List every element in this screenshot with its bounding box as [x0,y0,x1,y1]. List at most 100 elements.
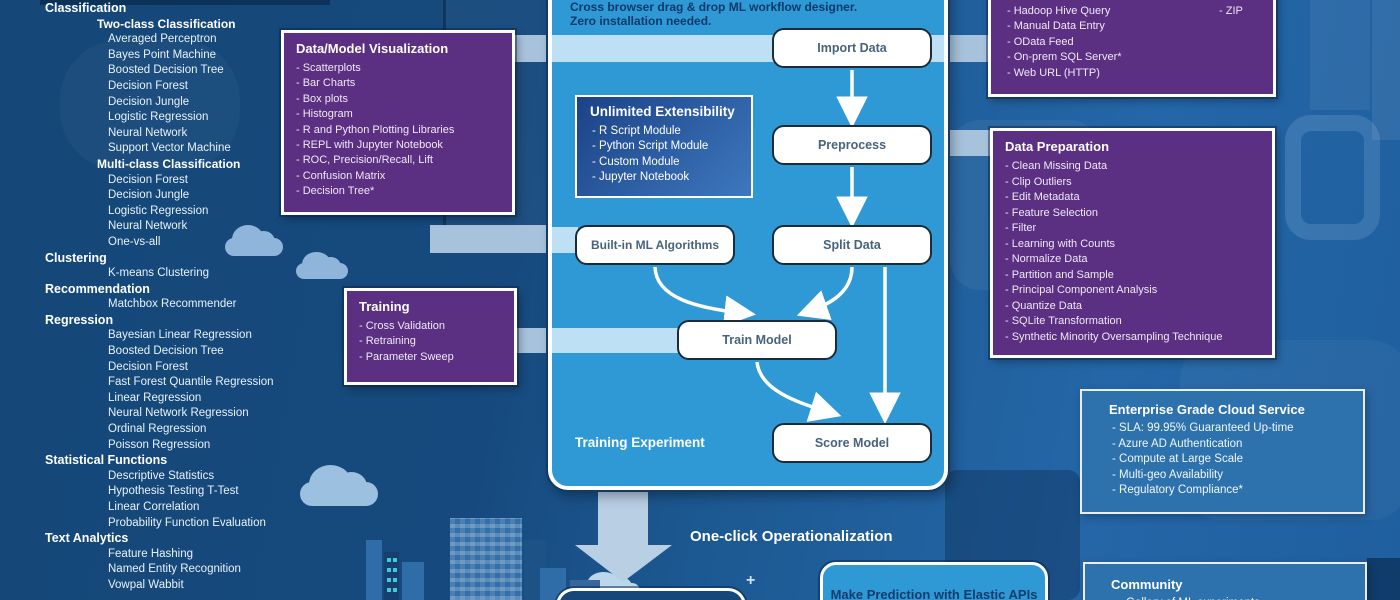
data-preparation-box: Data Preparation - Clean Missing Data- C… [990,128,1275,358]
viz-item: - Box plots [296,92,348,105]
connector-band [430,225,552,253]
building-silhouette [366,540,382,600]
node-split-data[interactable]: Split Data [772,225,932,265]
viz-item: - Scatterplots [296,62,361,74]
cloud-icon [296,251,348,279]
viz-item: - Confusion Matrix [296,169,386,182]
data-prep-item: - Feature Selection [1005,206,1098,219]
algorithm-list-item: Linear Correlation [108,501,200,513]
algorithm-list-item: Vowpal Wabbit [108,578,184,591]
enterprise-item: - Multi-geo Availability [1112,468,1224,481]
algorithm-list-item: Linear Regression [108,391,202,404]
algorithm-list-item: Averaged Perceptron [108,33,217,46]
data-model-visualization-box: Data/Model Visualization - Scatterplots-… [281,30,515,215]
data-source-item: - OData Feed [1007,35,1074,48]
node-score-model[interactable]: Score Model [772,423,932,463]
unlimited-extensibility-box: Unlimited Extensibility - R Script Modul… [575,95,753,198]
algorithm-list-item: Regression [45,312,114,327]
algorithm-list-item: Poisson Regression [108,438,211,451]
cloud-icon [225,225,283,256]
data-prep-item: - Filter [1005,222,1037,234]
building-silhouette [402,562,424,600]
data-sources-box: - Hadoop Hive Query - Manual Data Entry - … [988,0,1276,97]
extensibility-item: - R Script Module [592,125,681,137]
watermark-shape [1372,0,1400,140]
highlight-stripe [552,227,578,253]
viz-item: - ROC, Precision/Recall, Lift [296,154,433,167]
data-source-item: - Web URL (HTTP) [1007,66,1100,79]
box-list: - Clean Missing Data- Clip Outliers- Edi… [993,154,1272,345]
extensibility-item: - Python Script Module [592,140,709,153]
cloud-icon [300,465,378,506]
node-preprocess[interactable]: Preprocess [772,125,932,165]
box-list: - Hadoop Hive Query - Manual Data Entry - … [995,0,1132,81]
data-source-item: - Manual Data Entry [1007,20,1105,33]
algorithm-list-item: Decision Jungle [108,189,190,202]
algorithm-list-item: Probability Function Evaluation [108,516,266,529]
node-builtin-ml-algorithms[interactable]: Built-in ML Algorithms [575,225,735,265]
algorithm-list-item: Descriptive Statistics [108,469,215,482]
algorithm-list-item: Named Entity Recognition [108,563,241,576]
enterprise-item: - SLA: 99.95% Guaranteed Up-time [1112,422,1294,434]
box-title: Data Preparation [1005,139,1110,154]
training-item: - Parameter Sweep [359,350,454,363]
building-silhouette [450,518,522,600]
node-train-model[interactable]: Train Model [677,320,837,360]
algorithm-list-item: K-means Clustering [108,267,209,280]
data-source-item: - On-prem SQL Server* [1007,51,1122,64]
box-title: Community [1111,577,1183,592]
algorithm-list-item: Decision Forest [108,79,188,92]
viz-item: - REPL with Jupyter Notebook [296,139,443,152]
data-source-item: - Hadoop Hive Query [1007,5,1111,17]
make-prediction-label: Make Prediction with Elastic APIs [830,587,1038,600]
algorithm-list-item: Multi-class Classification [97,156,241,171]
algorithm-list-item: Decision Jungle [108,95,190,108]
enterprise-cloud-service-box: Enterprise Grade Cloud Service - SLA: 99… [1080,389,1365,514]
algorithm-list-item: Bayes Point Machine [108,48,217,61]
make-prediction-box: Make Prediction with Elastic APIs [820,562,1048,600]
algorithm-list-item: One-vs-all [108,235,161,248]
algorithm-list-item: Hypothesis Testing T-Test [108,485,239,498]
highlight-stripe [552,328,680,353]
enterprise-item: - Regulatory Compliance* [1112,484,1244,496]
viz-item: - Histogram [296,108,353,121]
box-list: - Gallery of ML experiments [1085,592,1365,600]
box-title: Unlimited Extensibility [590,104,735,119]
connector-band [514,35,552,62]
connector-band [517,328,552,353]
panel-label: Training Experiment [575,435,705,450]
training-item: - Cross Validation [359,320,445,332]
box-title: Data/Model Visualization [296,41,449,56]
algorithm-list-item: Fast Forest Quantile Regression [108,376,274,389]
data-prep-item: - Edit Metadata [1005,191,1080,203]
box-title: Training [359,299,410,314]
algorithm-list-item: Recommendation [45,281,150,296]
one-click-operationalization-title: One-click Operationalization [690,528,893,545]
data-prep-item: - Quantize Data [1005,299,1083,312]
box-list: - R Script Module - Python Script Module -… [577,119,751,185]
data-prep-item: - Synthetic Minority Oversampling Techni… [1005,330,1223,343]
algorithm-list-item: Logistic Regression [108,111,209,124]
algorithm-list-item: Classification [45,1,127,15]
watermark-shape [1310,0,1370,110]
algorithm-list-item: Clustering [45,250,107,265]
box-list: - Cross Validation- Retraining- Paramete… [347,314,514,365]
extensibility-item: - Jupyter Notebook [592,170,690,183]
algorithm-list-item: Support Vector Machine [108,142,231,155]
algorithm-list-item: Neural Network [108,126,188,139]
connector-band [944,35,988,62]
algorithm-list-item: Boosted Decision Tree [108,64,224,77]
panel-tagline: Cross browser drag & drop ML workflow de… [570,0,858,28]
enterprise-item: - Azure AD Authentication [1112,437,1243,450]
data-prep-item: - Learning with Counts [1005,237,1116,250]
plus-decoration: + [746,572,756,589]
algorithm-list-item: Ordinal Regression [108,423,207,436]
box-list: - Scatterplots- Bar Charts- Box plots- H… [284,56,512,200]
node-import-data[interactable]: Import Data [772,28,932,68]
algorithm-list-item: Two-class Classification [97,16,236,31]
workflow-arrows [653,70,901,424]
dark-corner-block [1367,558,1400,600]
data-prep-item: - Clip Outliers [1005,175,1072,188]
building-silhouette [384,552,399,600]
